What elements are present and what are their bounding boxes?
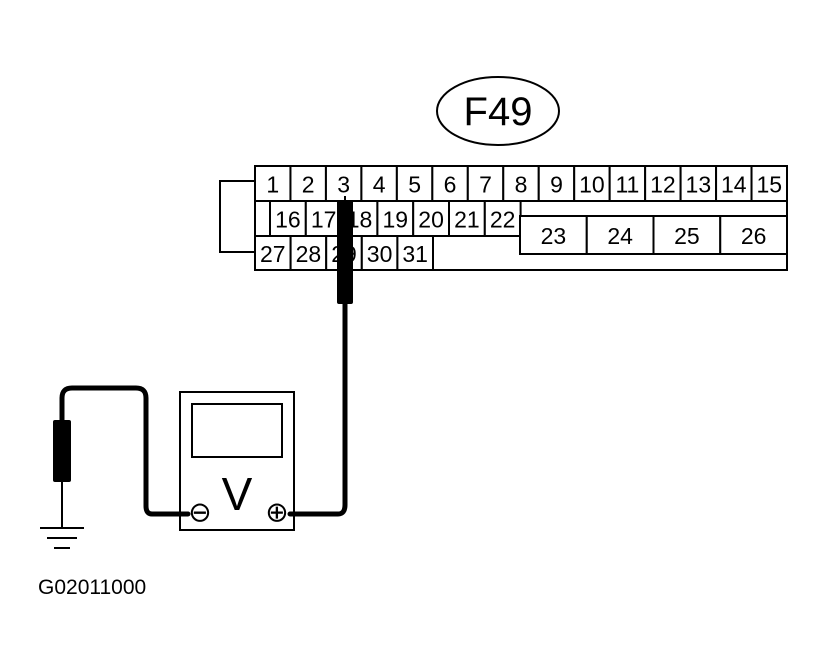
- ground-probe: [53, 420, 71, 482]
- positive-test-lead: [287, 299, 348, 517]
- pin-label-20: 20: [418, 207, 444, 233]
- pin-cell-25: [652, 215, 722, 255]
- pin-cell-13: [679, 165, 718, 202]
- pin-cell-9: [537, 165, 576, 202]
- pin-label-22: 22: [490, 207, 516, 233]
- pin-label-12: 12: [650, 172, 676, 198]
- pin-label-8: 8: [515, 172, 528, 198]
- ground-icon: [40, 527, 84, 549]
- pin-cell-31: [396, 235, 434, 271]
- positive-probe: [337, 200, 353, 304]
- pin-label-10: 10: [579, 172, 605, 198]
- pin-label-4: 4: [373, 172, 386, 198]
- pin-label-28: 28: [296, 241, 322, 267]
- figure-code: G02011000: [38, 576, 146, 599]
- pin-label-21: 21: [454, 207, 480, 233]
- pin-cell-23: [519, 215, 588, 255]
- voltmeter: V ⊖ ⊕: [179, 391, 295, 531]
- pin-label-30: 30: [367, 241, 393, 267]
- pin-cell-22: [483, 200, 522, 237]
- pin-label-26: 26: [741, 223, 767, 249]
- pin-cell-10: [573, 165, 611, 202]
- pin-label-24: 24: [607, 223, 633, 249]
- pin-cell-16: [269, 200, 307, 237]
- pin-label-3: 3: [337, 172, 350, 198]
- pin-label-31: 31: [402, 241, 428, 267]
- pin-label-5: 5: [408, 172, 421, 198]
- pin-label-2: 2: [302, 172, 315, 198]
- positive-terminal-icon: ⊕: [265, 496, 288, 529]
- pin-cell-14: [715, 165, 753, 202]
- pin-label-19: 19: [383, 207, 409, 233]
- pin-label-6: 6: [444, 172, 457, 198]
- connector-lock-tab: [219, 180, 255, 253]
- pin-cell-17: [304, 200, 343, 237]
- pin-label-13: 13: [686, 172, 712, 198]
- pin-cell-2: [289, 165, 327, 202]
- pin-label-14: 14: [721, 172, 747, 198]
- pin-label-11: 11: [615, 172, 639, 198]
- pin-cell-7: [466, 165, 505, 202]
- connector-label-text: F49: [464, 90, 533, 134]
- connector-label: F49: [436, 76, 560, 146]
- negative-terminal-icon: ⊖: [188, 496, 211, 529]
- voltmeter-display: [191, 403, 283, 458]
- pin-label-27: 27: [260, 241, 286, 267]
- pin-cell-26: [719, 215, 788, 255]
- pin-label-9: 9: [550, 172, 563, 198]
- pin-cell-15: [750, 165, 788, 202]
- pin-cell-28: [289, 235, 328, 271]
- connector-label-ellipse: [436, 76, 560, 146]
- pin-cell-12: [644, 165, 682, 202]
- pin-label-23: 23: [541, 223, 567, 249]
- pin-label-16: 16: [275, 207, 301, 233]
- pin-label-17: 17: [311, 207, 337, 233]
- pin-label-7: 7: [479, 172, 492, 198]
- voltmeter-mode-label: V: [222, 468, 253, 520]
- pin-cell-1: [254, 165, 292, 202]
- pin-label-15: 15: [756, 172, 782, 198]
- pin-label-25: 25: [674, 223, 700, 249]
- pin-cell-27: [254, 235, 292, 271]
- pin-label-1: 1: [266, 172, 279, 198]
- pin-cell-11: [608, 165, 647, 202]
- negative-test-lead: [59, 385, 191, 517]
